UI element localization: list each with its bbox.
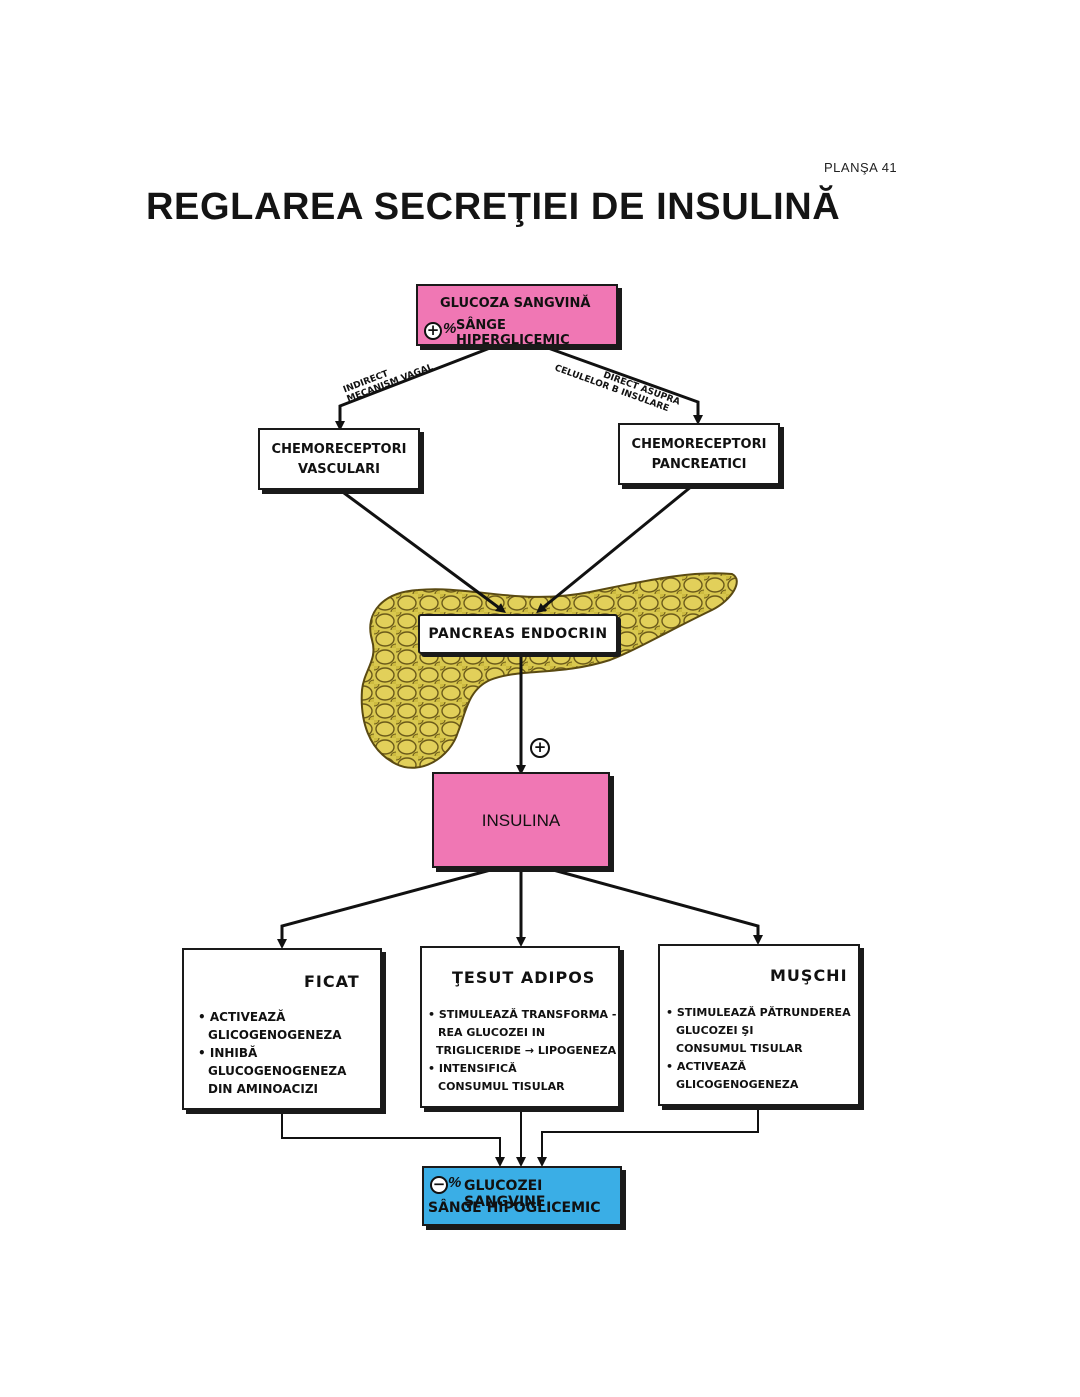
chemo-vascular-line1: CHEMORECEPTORI — [271, 442, 407, 457]
adipos-line-4: • INTENSIFICĂ — [428, 1062, 517, 1075]
chemo-pancreatic-line2: PANCREATICI — [651, 457, 747, 472]
adipos-line-5: CONSUMUL TISULAR — [438, 1080, 565, 1093]
muschi-line-2: GLUCOZEI ŞI — [676, 1024, 754, 1037]
chemoreceptors-pancreatic-box: CHEMORECEPTORI PANCREATICI — [618, 423, 780, 485]
page-title: REGLAREA SECREŢIEI DE INSULINĂ — [146, 186, 841, 228]
muschi-line-3: CONSUMUL TISULAR — [676, 1042, 803, 1055]
adipos-line-3: TRIGLICERIDE → LIPOGENEZA — [436, 1044, 617, 1057]
ficat-line-3: • INHIBĂ — [198, 1046, 258, 1060]
glucose-line1: GLUCOZA SANGVINĂ — [440, 296, 591, 311]
insulin-label: INSULINA — [481, 811, 561, 830]
muschi-line-1: • STIMULEAZĂ PĂTRUNDEREA — [666, 1006, 851, 1019]
adipos-line-1: • STIMULEAZĂ TRANSFORMA - — [428, 1008, 617, 1021]
minus-icon: − — [430, 1176, 448, 1194]
arrow-vascular-to-pancreas — [339, 488, 507, 613]
ficat-title: FICAT — [304, 972, 360, 991]
adipos-box: ŢESUT ADIPOS • STIMULEAZĂ TRANSFORMA - R… — [420, 946, 620, 1108]
ficat-line-2: GLICOGENOGENEZA — [208, 1028, 342, 1042]
chemoreceptors-vascular-box: CHEMORECEPTORI VASCULARI — [258, 428, 420, 490]
arrow-muschi-to-result — [537, 1108, 759, 1167]
result-box: − % GLUCOZEI SANGVINE SÂNGE HIPOGLICEMIC — [422, 1166, 622, 1226]
arrow-pancreatic-to-pancreas — [536, 484, 693, 614]
result-line1: GLUCOZEI SANGVINE — [464, 1178, 546, 1210]
pancreas-label-box: PANCREAS ENDOCRIN — [418, 614, 618, 654]
arrow-insulin-to-ficat — [277, 866, 499, 949]
adipos-title: ŢESUT ADIPOS — [452, 968, 596, 987]
chemo-vascular-line2: VASCULARI — [298, 462, 380, 477]
plate-number: PLANŞA 41 — [824, 160, 898, 175]
result-line2: SÂNGE HIPOGLICEMIC — [428, 1200, 601, 1216]
arrow-indirect — [335, 346, 491, 431]
plus-icon: + — [424, 322, 442, 340]
muschi-title: MUŞCHI — [770, 966, 848, 985]
muschi-line-5: GLICOGENOGENEZA — [676, 1078, 799, 1091]
ficat-line-4: GLUCOGENOGENEZA — [208, 1064, 347, 1078]
percent-sign-result: % — [448, 1174, 462, 1191]
muschi-box: MUŞCHI • STIMULEAZĂ PĂTRUNDEREA GLUCOZEI… — [658, 944, 860, 1106]
arrow-direct — [547, 346, 703, 425]
arrow-ficat-to-result — [281, 1112, 505, 1167]
percent-sign: % — [443, 320, 457, 337]
adipos-line-2: REA GLUCOZEI IN — [438, 1026, 546, 1039]
insulin-box: INSULINA — [432, 772, 610, 868]
pancreas-label: PANCREAS ENDOCRIN — [428, 626, 608, 642]
stimulation-plus-icon: + — [530, 738, 550, 758]
glucose-box: GLUCOZA SANGVINĂ + % SÂNGE HIPERGLICEMIC — [416, 284, 618, 348]
arrow-insulin-to-muschi — [545, 866, 763, 945]
muschi-line-4: • ACTIVEAZĂ — [666, 1060, 747, 1073]
ficat-box: FICAT • ACTIVEAZĂ GLICOGENOGENEZA • INHI… — [182, 948, 382, 1110]
ficat-line-5: DIN AMINOACIZI — [208, 1082, 318, 1096]
ficat-line-1: • ACTIVEAZĂ — [198, 1010, 286, 1024]
chemo-pancreatic-line1: CHEMORECEPTORI — [631, 437, 767, 452]
glucose-line2: SÂNGE HIPERGLICEMIC — [456, 318, 570, 348]
